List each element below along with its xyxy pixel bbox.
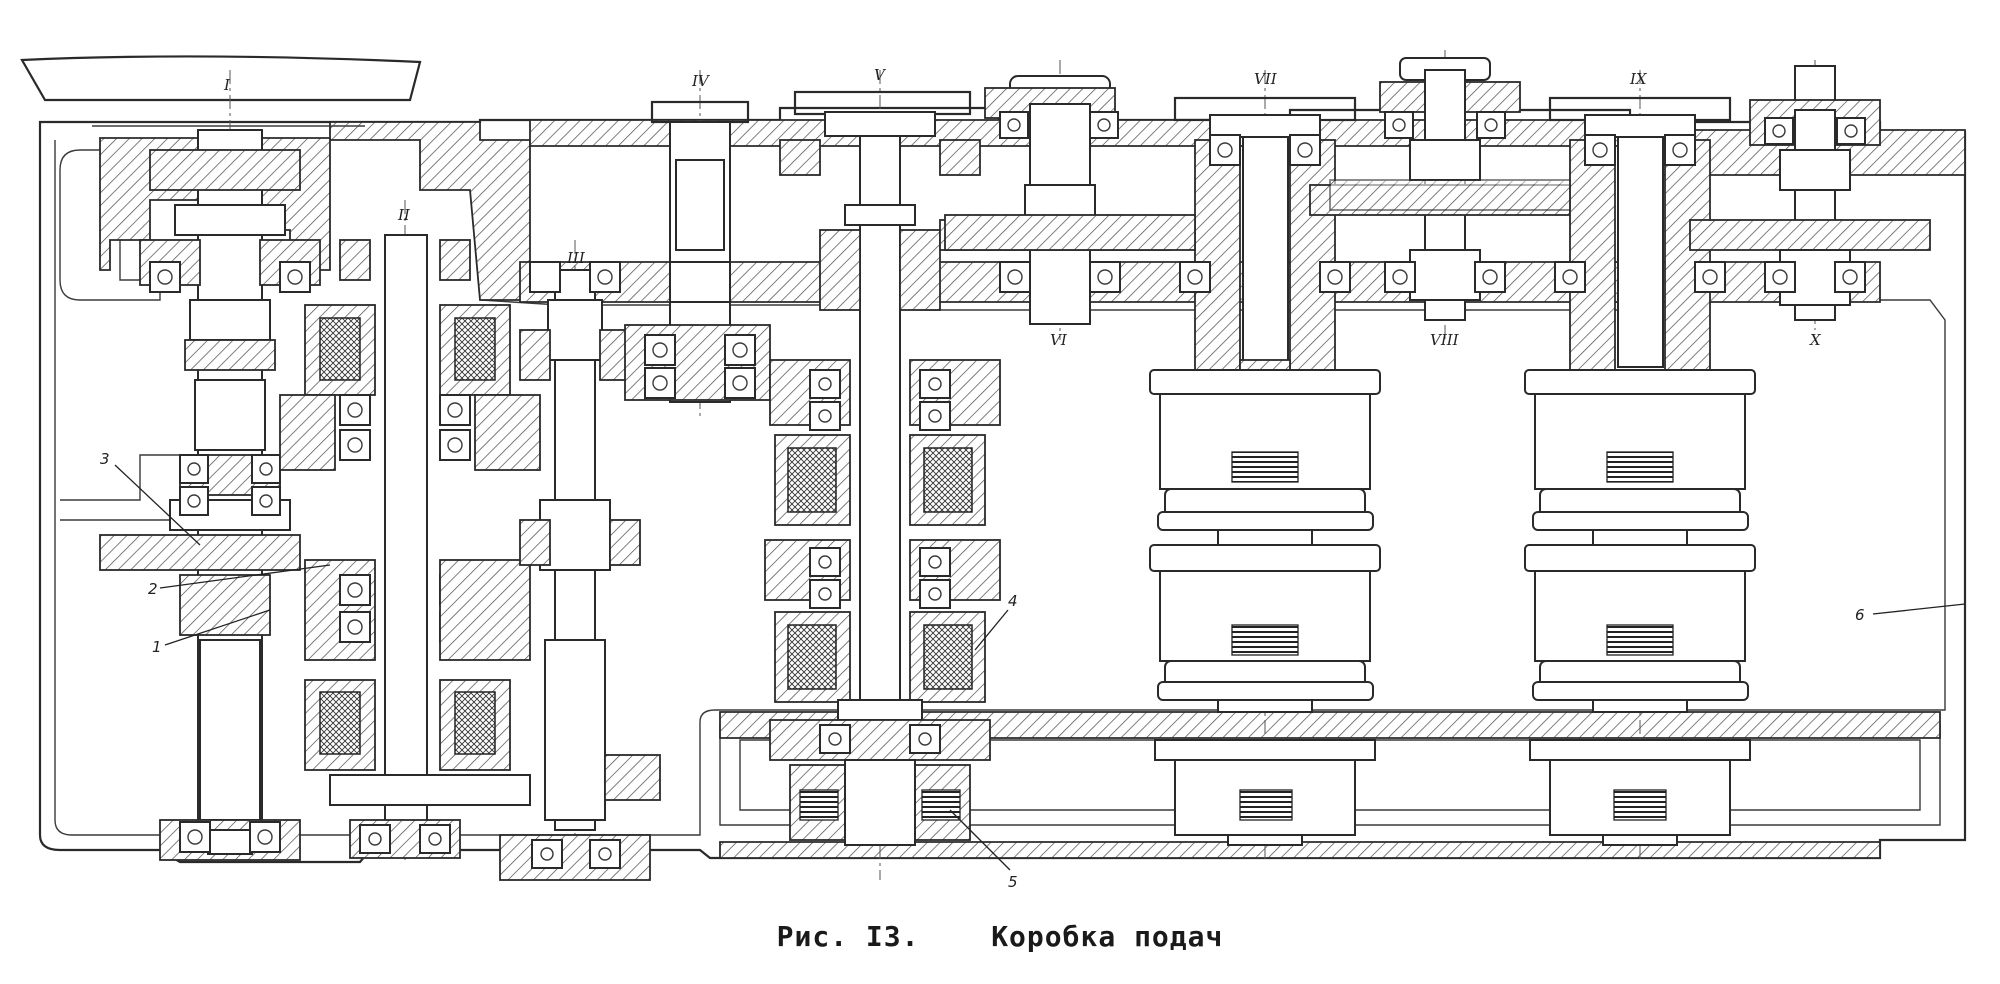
- shaft-label-VIII: VIII: [1430, 331, 1460, 349]
- callout-1: 1: [152, 638, 162, 656]
- caption-number: Рис. I3.: [776, 920, 920, 953]
- shaft-label-X: X: [1809, 331, 1822, 349]
- shaft-label-IX: IX: [1629, 70, 1648, 88]
- brake-V: [769, 719, 991, 846]
- clutch-VII-upper: [1149, 369, 1381, 546]
- clutch-II-upper: [279, 304, 541, 471]
- callout-2: 2: [148, 580, 158, 598]
- callout-3: 3: [100, 450, 110, 468]
- callout-5: 5: [1008, 873, 1018, 891]
- clutch-IX-lower: [1524, 544, 1756, 713]
- shaft-label-VI: VI: [1050, 331, 1068, 349]
- shaft-label-V: V: [874, 66, 887, 84]
- clutch-V-upper: [769, 359, 1001, 526]
- clutch-VII-lower: [1149, 544, 1381, 713]
- brake-IX: [1529, 739, 1751, 846]
- shaft-II: [279, 200, 541, 860]
- shaft-X: [1689, 60, 1931, 330]
- shaft-VII: [1149, 70, 1381, 860]
- callouts: 1 2 3 4 5 6: [100, 450, 1966, 891]
- caption-title: Коробка подач: [991, 920, 1224, 953]
- clutch-V-lower: [764, 539, 1001, 703]
- shaft-IV: [529, 70, 771, 420]
- clutch-IX-upper: [1524, 369, 1756, 546]
- callout-4: 4: [1008, 592, 1018, 610]
- shaft-label-IV: IV: [691, 72, 711, 90]
- shaft-I: [99, 70, 321, 861]
- shaft-IX: [1524, 70, 1756, 860]
- shaft-labels: I II III IV V VI VII VIII IX X: [223, 66, 1822, 349]
- clutch-II-lower: [304, 559, 531, 806]
- callout-6: 6: [1855, 606, 1865, 624]
- shaft-label-III: III: [566, 249, 586, 267]
- intermediate-gears: [944, 179, 1571, 251]
- figure-caption: Рис. I3. Коробка подач: [0, 920, 2000, 953]
- brake-VII: [1154, 739, 1376, 846]
- shaft-label-VII: VII: [1254, 70, 1278, 88]
- shaft-label-I: I: [223, 76, 231, 94]
- shaft-V: [764, 70, 1001, 880]
- bearing-I-top: [149, 261, 311, 853]
- shaft-label-II: II: [397, 206, 411, 224]
- shaft-III: [499, 240, 661, 881]
